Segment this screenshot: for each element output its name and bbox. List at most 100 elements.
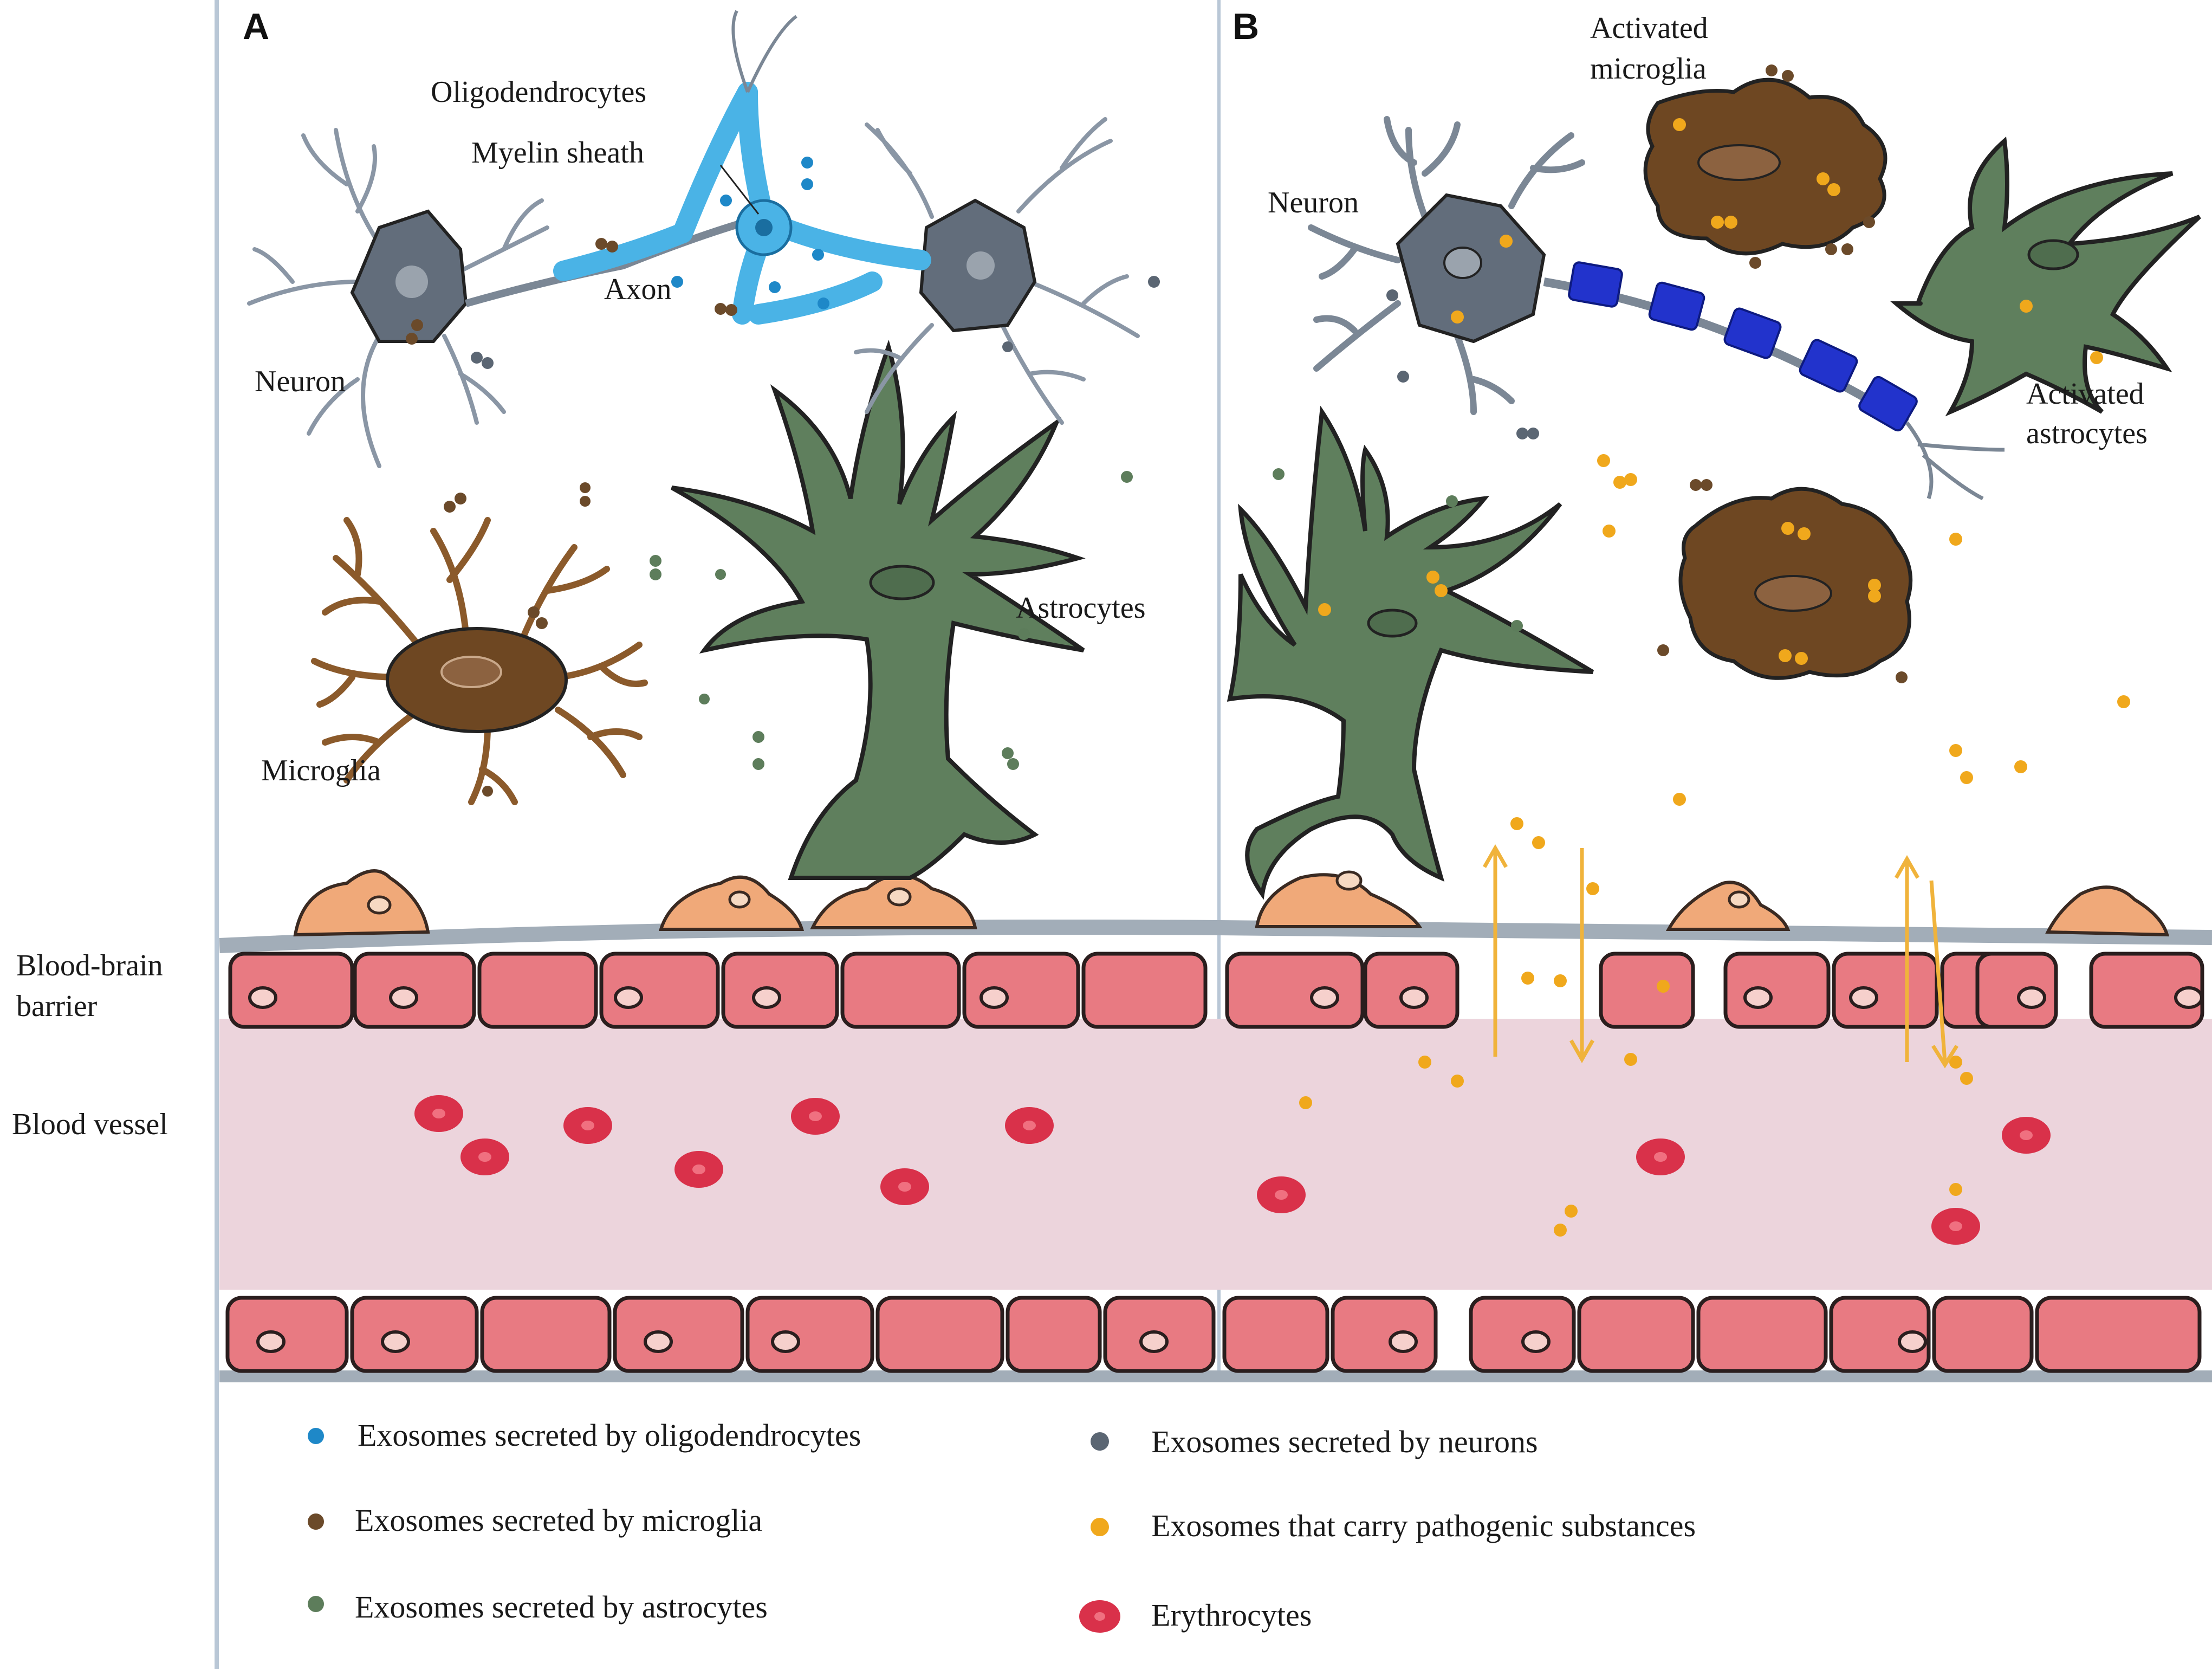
endothelial-nucleus: [256, 1330, 286, 1353]
endothelial-cell: [745, 1296, 874, 1373]
legend-marker-neurons: [1091, 1432, 1109, 1451]
endothelial-nucleus: [381, 1330, 410, 1353]
legend-text-erythrocytes: Erythrocytes: [1151, 1597, 1312, 1633]
erythrocyte-center: [898, 1182, 911, 1192]
endothelial-cell: [228, 952, 354, 1029]
label-neuron-a: Neuron: [255, 365, 346, 398]
label-bbb-line1: Blood-brain: [16, 949, 163, 982]
arrow-up: [1894, 855, 1920, 1062]
endothelium-bottom: [225, 1296, 2202, 1373]
label-axon: Axon: [604, 273, 671, 306]
endothelial-cell: [1599, 952, 1695, 1029]
erythrocyte-center: [1654, 1152, 1667, 1162]
endothelial-nucleus: [389, 986, 418, 1009]
endothelial-cell: [962, 952, 1080, 1029]
label-activated-astrocytes-line1: Activated: [2026, 377, 2144, 411]
endothelial-cell: [1832, 952, 1939, 1029]
exosomes-panel-b: [1273, 64, 2130, 1237]
label-microglia: Microglia: [261, 754, 381, 787]
pericyte-nucleus: [367, 895, 392, 915]
pericyte: [2045, 885, 2170, 937]
endothelial-nucleus: [2017, 986, 2046, 1009]
exosomes-panel-a: [406, 157, 1160, 797]
label-neuron-b: Neuron: [1268, 186, 1359, 219]
neuron-left-panel-a: [247, 128, 549, 468]
endothelial-cell: [840, 952, 961, 1029]
label-bbb-line2: barrier: [16, 989, 98, 1023]
endothelial-nucleus: [979, 986, 1009, 1009]
label-myelin-sheath: Myelin sheath: [471, 136, 644, 170]
neuron-right-panel-a: [854, 117, 1140, 425]
blood-vessel-lumen: [219, 1019, 2212, 1290]
endothelial-nucleus: [1898, 1330, 1927, 1353]
label-astrocytes: Astrocytes: [1016, 591, 1146, 625]
endothelial-cell: [1829, 1296, 1931, 1373]
legend-text-microglia: Exosomes secreted by microglia: [355, 1503, 762, 1538]
legend-marker-astrocytes: [308, 1596, 324, 1612]
endothelial-cell: [477, 952, 598, 1029]
endothelial-cell: [1331, 1296, 1438, 1373]
microglia-nucleus: [1754, 575, 1832, 612]
legend-text-neurons: Exosomes secreted by neurons: [1151, 1424, 1538, 1459]
pericyte-nucleus: [887, 887, 912, 907]
pericyte-nucleus: [1335, 870, 1363, 891]
label-activated-microglia-line2: microglia: [1590, 52, 1707, 86]
myelin-sheath-panel-b: [1568, 261, 1918, 432]
astrocyte-panel-a: [671, 339, 1086, 880]
activated-microglia-panel-b-top: [1643, 77, 1887, 256]
endothelial-cell: [1577, 1296, 1695, 1373]
arrow-up: [1482, 844, 1508, 1057]
erythrocyte-center: [692, 1165, 705, 1174]
pericyte: [1665, 881, 1791, 931]
panel-label-a: A: [243, 6, 269, 47]
panel-label-b: B: [1233, 6, 1259, 47]
endothelial-nucleus: [1849, 986, 1878, 1009]
erythrocyte-center: [2020, 1130, 2033, 1140]
erythrocyte-center: [1023, 1121, 1036, 1130]
endothelium-top: [228, 952, 2204, 1029]
endothelial-cell: [1469, 1296, 1576, 1373]
legend-text-oligodendrocytes: Exosomes secreted by oligodendrocytes: [358, 1418, 861, 1453]
activated-astrocyte-panel-b: [1890, 137, 2201, 417]
endothelial-nucleus: [248, 986, 277, 1009]
endothelial-nucleus: [1139, 1330, 1169, 1353]
erythrocyte-center: [1949, 1221, 1962, 1231]
endothelial-nucleus: [614, 986, 643, 1009]
endothelial-cell: [2035, 1296, 2202, 1373]
erythrocyte-center: [1275, 1190, 1288, 1200]
endothelial-cell: [1006, 1296, 1102, 1373]
neuron-panel-b: [1308, 116, 2005, 501]
endothelial-cell: [225, 1296, 349, 1373]
label-activated-microglia-line1: Activated: [1590, 11, 1708, 45]
endothelial-cell: [1081, 952, 1208, 1029]
arrow-down: [1569, 848, 1595, 1064]
endothelial-nucleus: [2174, 986, 2203, 1009]
erythrocyte-center: [432, 1109, 445, 1118]
pericyte-nucleus: [728, 890, 751, 909]
legend-marker-pathogenic: [1091, 1518, 1109, 1536]
legend-text-astrocytes: Exosomes secreted by astrocytes: [355, 1589, 768, 1625]
erythrocytes: [414, 1095, 2051, 1245]
endothelial-cell: [721, 952, 839, 1029]
astrocyte-panel-b-lower: [1227, 405, 1594, 900]
label-oligodendrocytes: Oligodendrocytes: [431, 75, 646, 109]
endothelial-nucleus: [1743, 986, 1773, 1009]
endothelial-nucleus: [1389, 1330, 1418, 1353]
legend-marker-microglia: [308, 1513, 324, 1530]
endothelial-nucleus: [752, 986, 781, 1009]
erythrocyte-center: [809, 1111, 822, 1121]
legend-text-pathogenic: Exosomes that carry pathogenic substance…: [1151, 1508, 1696, 1543]
endothelial-cell: [1222, 1296, 1329, 1373]
oligodendrocyte-panel-a: [465, 10, 931, 325]
endothelial-cell: [1225, 952, 1365, 1029]
axon-panel-a: [465, 213, 765, 307]
label-blood-vessel: Blood vessel: [12, 1108, 168, 1141]
microglia-nucleus: [1697, 144, 1781, 181]
endothelial-nucleus: [1521, 1330, 1551, 1353]
microglia-panel-a: [311, 517, 648, 805]
legend-marker-oligodendrocytes: [308, 1428, 324, 1444]
astrocyte-nucleus: [1367, 609, 1418, 638]
endothelial-cell: [1975, 952, 2058, 1029]
endothelial-cell: [1696, 1296, 1828, 1373]
